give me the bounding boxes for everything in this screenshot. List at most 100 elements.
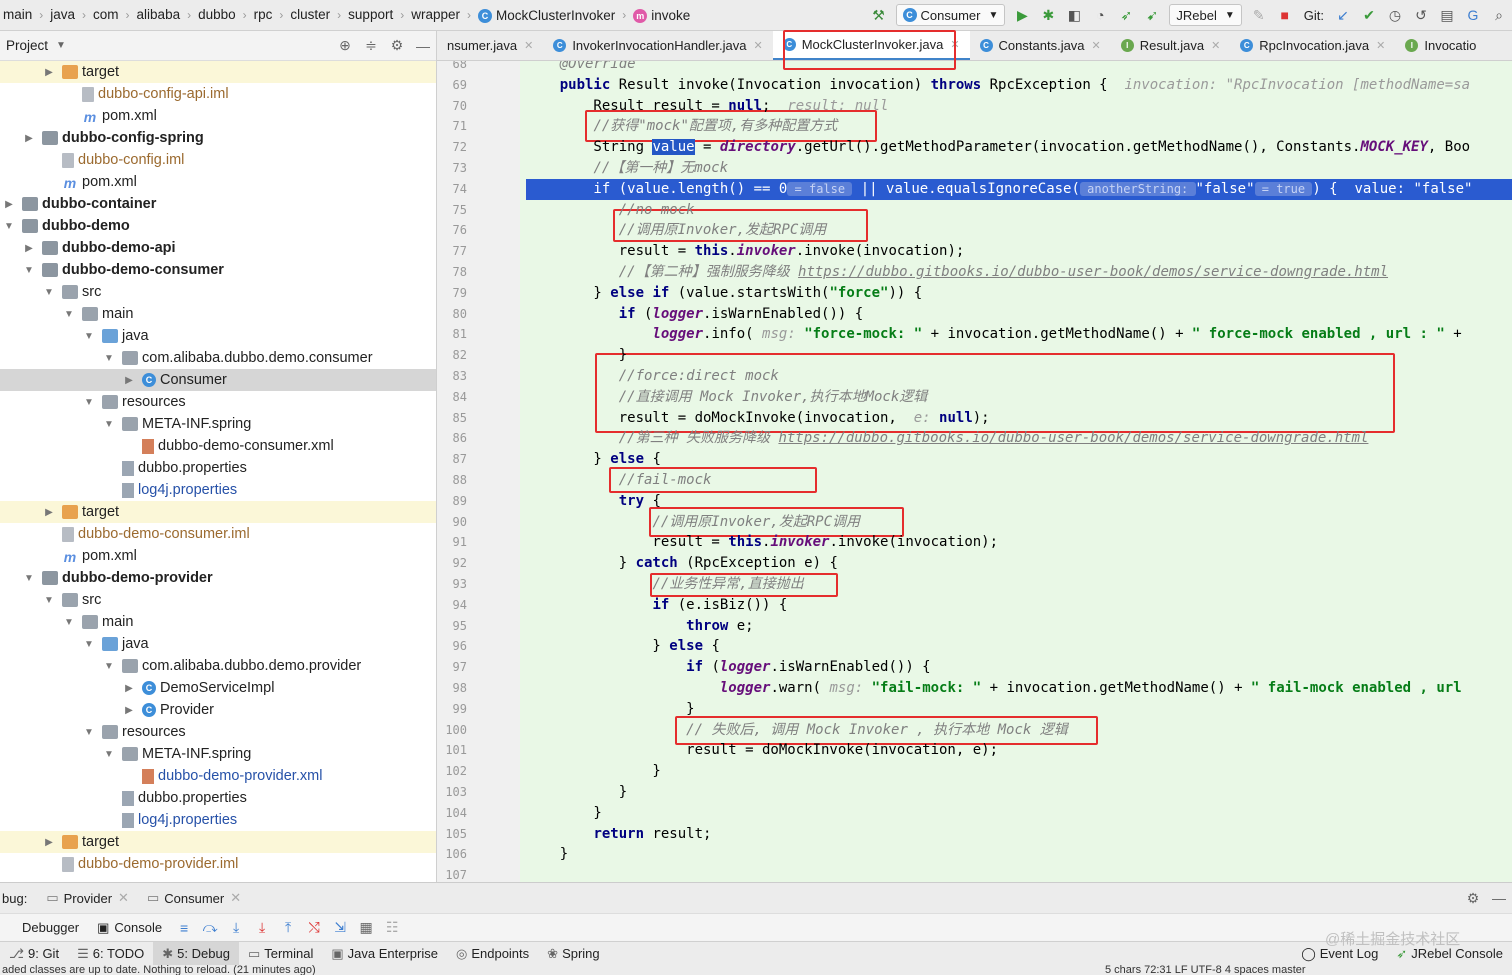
chevron-right-icon[interactable]: ▶	[25, 242, 33, 254]
breadcrumb-item[interactable]: rpc	[251, 7, 276, 22]
tree-item[interactable]: ▼META-INF.spring	[0, 413, 436, 435]
tree-item[interactable]: ▶dubbo-container	[0, 193, 436, 215]
project-structure-icon[interactable]: ▤	[1440, 6, 1454, 23]
tool-tab[interactable]: ❀Spring	[538, 942, 608, 966]
chevron-down-icon[interactable]: ▼	[84, 396, 94, 408]
editor-tab[interactable]: nsumer.java✕	[437, 31, 543, 60]
code-editor[interactable]: @Override public Result invoke(Invocatio…	[520, 61, 1512, 882]
git-history-icon[interactable]: ◷	[1388, 6, 1402, 23]
chevron-down-icon[interactable]: ▼	[104, 418, 114, 430]
tree-item[interactable]: dubbo-config-api.iml	[0, 83, 436, 105]
hide-icon[interactable]: —	[1492, 890, 1506, 906]
project-title[interactable]: Project	[6, 38, 49, 53]
breadcrumb-item[interactable]: java	[47, 7, 78, 22]
tool-tab[interactable]: ⎇9: Git	[0, 942, 68, 966]
step-out-icon[interactable]: ⤒	[285, 919, 292, 935]
tool-tab[interactable]: ◎Endpoints	[447, 942, 538, 966]
tool-tab[interactable]: ✱5: Debug	[153, 941, 239, 966]
build-icon[interactable]: ✎	[1252, 6, 1265, 23]
collapse-all-icon[interactable]: ≑	[365, 37, 377, 53]
chevron-right-icon[interactable]: ▶	[45, 506, 53, 518]
tree-item[interactable]: log4j.properties	[0, 479, 436, 501]
search-everywhere-icon[interactable]: ⌕	[1495, 6, 1503, 23]
tab-console[interactable]: ▣Console	[97, 919, 163, 936]
chevron-right-icon[interactable]: ▶	[125, 704, 133, 716]
locate-icon[interactable]: ⊕	[339, 37, 351, 53]
tree-item[interactable]: ▼dubbo-demo-consumer	[0, 259, 436, 281]
tree-item[interactable]: dubbo.properties	[0, 787, 436, 809]
tree-item[interactable]: ▼resources	[0, 721, 436, 743]
tree-item[interactable]: ▼src	[0, 281, 436, 303]
close-icon[interactable]: ✕	[118, 890, 129, 905]
jrebel-debug-icon[interactable]: ➹	[1146, 6, 1159, 23]
tree-item[interactable]: ▼com.alibaba.dubbo.demo.provider	[0, 655, 436, 677]
breadcrumb-item[interactable]: wrapper	[408, 7, 463, 22]
debug-session-consumer[interactable]: ▭Consumer✕	[146, 890, 242, 906]
evaluate-icon[interactable]: ▦	[359, 919, 373, 935]
chevron-right-icon[interactable]: ▶	[125, 374, 133, 386]
chevron-down-icon[interactable]: ▼	[44, 286, 54, 298]
tree-item[interactable]: dubbo-demo-consumer.xml	[0, 435, 436, 457]
close-icon[interactable]: ✕	[230, 890, 242, 905]
tree-item[interactable]: dubbo-demo-provider.xml	[0, 765, 436, 787]
close-icon[interactable]: ✕	[524, 40, 534, 52]
git-update-icon[interactable]: ↙	[1337, 6, 1349, 23]
breadcrumb-item[interactable]: cluster	[287, 7, 333, 22]
tool-tab[interactable]: ▭Terminal	[239, 942, 322, 966]
profile-icon[interactable]: ◔	[1096, 7, 1105, 23]
chevron-down-icon[interactable]: ▼	[64, 616, 74, 628]
debug-icon[interactable]: ✱	[1042, 6, 1055, 23]
tree-item[interactable]: ▼java	[0, 633, 436, 655]
chevron-down-icon[interactable]: ▼	[56, 40, 66, 51]
tree-item[interactable]: ▼resources	[0, 391, 436, 413]
chevron-right-icon[interactable]: ▶	[45, 836, 53, 848]
chevron-down-icon[interactable]: ▼	[4, 220, 14, 232]
tree-item[interactable]: ▶dubbo-config-spring	[0, 127, 436, 149]
breadcrumb-item[interactable]: support	[345, 7, 396, 22]
chevron-right-icon[interactable]: ▶	[125, 682, 133, 694]
tree-item[interactable]: ▼main	[0, 611, 436, 633]
force-step-into-icon[interactable]: ⤓	[259, 919, 266, 935]
tree-item[interactable]: log4j.properties	[0, 809, 436, 831]
menu-icon[interactable]: ≡	[180, 919, 189, 936]
chevron-down-icon[interactable]: ▼	[84, 330, 94, 342]
run-to-cursor-icon[interactable]: ⇲	[334, 919, 346, 935]
chevron-down-icon[interactable]: ▼	[104, 748, 114, 760]
chevron-right-icon[interactable]: ▶	[25, 132, 33, 144]
tree-item[interactable]: dubbo.properties	[0, 457, 436, 479]
trace-icon[interactable]: ☷	[385, 919, 399, 935]
breadcrumb-item[interactable]: main	[0, 7, 35, 22]
debug-session-provider[interactable]: ▭Provider✕	[46, 890, 129, 906]
tree-item[interactable]: ▼main	[0, 303, 436, 325]
tree-item[interactable]: ▼src	[0, 589, 436, 611]
breadcrumb-item[interactable]: alibaba	[134, 7, 184, 22]
tool-tab[interactable]: ▣Java Enterprise	[322, 942, 447, 966]
tree-item[interactable]: ▼dubbo-demo-provider	[0, 567, 436, 589]
hammer-icon[interactable]: ⚒	[872, 6, 885, 23]
tree-item[interactable]: ▶target	[0, 501, 436, 523]
close-icon[interactable]: ✕	[753, 40, 763, 52]
tree-item[interactable]: ▼META-INF.spring	[0, 743, 436, 765]
tree-item[interactable]: ▶target	[0, 831, 436, 853]
gear-icon[interactable]: ⚙	[390, 37, 404, 53]
jrebel-select[interactable]: JRebel▼	[1169, 4, 1242, 26]
tree-item[interactable]: ▶dubbo-demo-api	[0, 237, 436, 259]
chevron-down-icon[interactable]: ▼	[64, 308, 74, 320]
drop-frame-icon[interactable]: ⤭	[308, 919, 320, 935]
chevron-down-icon[interactable]: ▼	[104, 660, 114, 672]
chevron-down-icon[interactable]: ▼	[24, 264, 34, 276]
tool-tab-jrebel-console[interactable]: ➶JRebel Console	[1396, 945, 1503, 962]
run-icon[interactable]: ▶	[1017, 6, 1028, 23]
